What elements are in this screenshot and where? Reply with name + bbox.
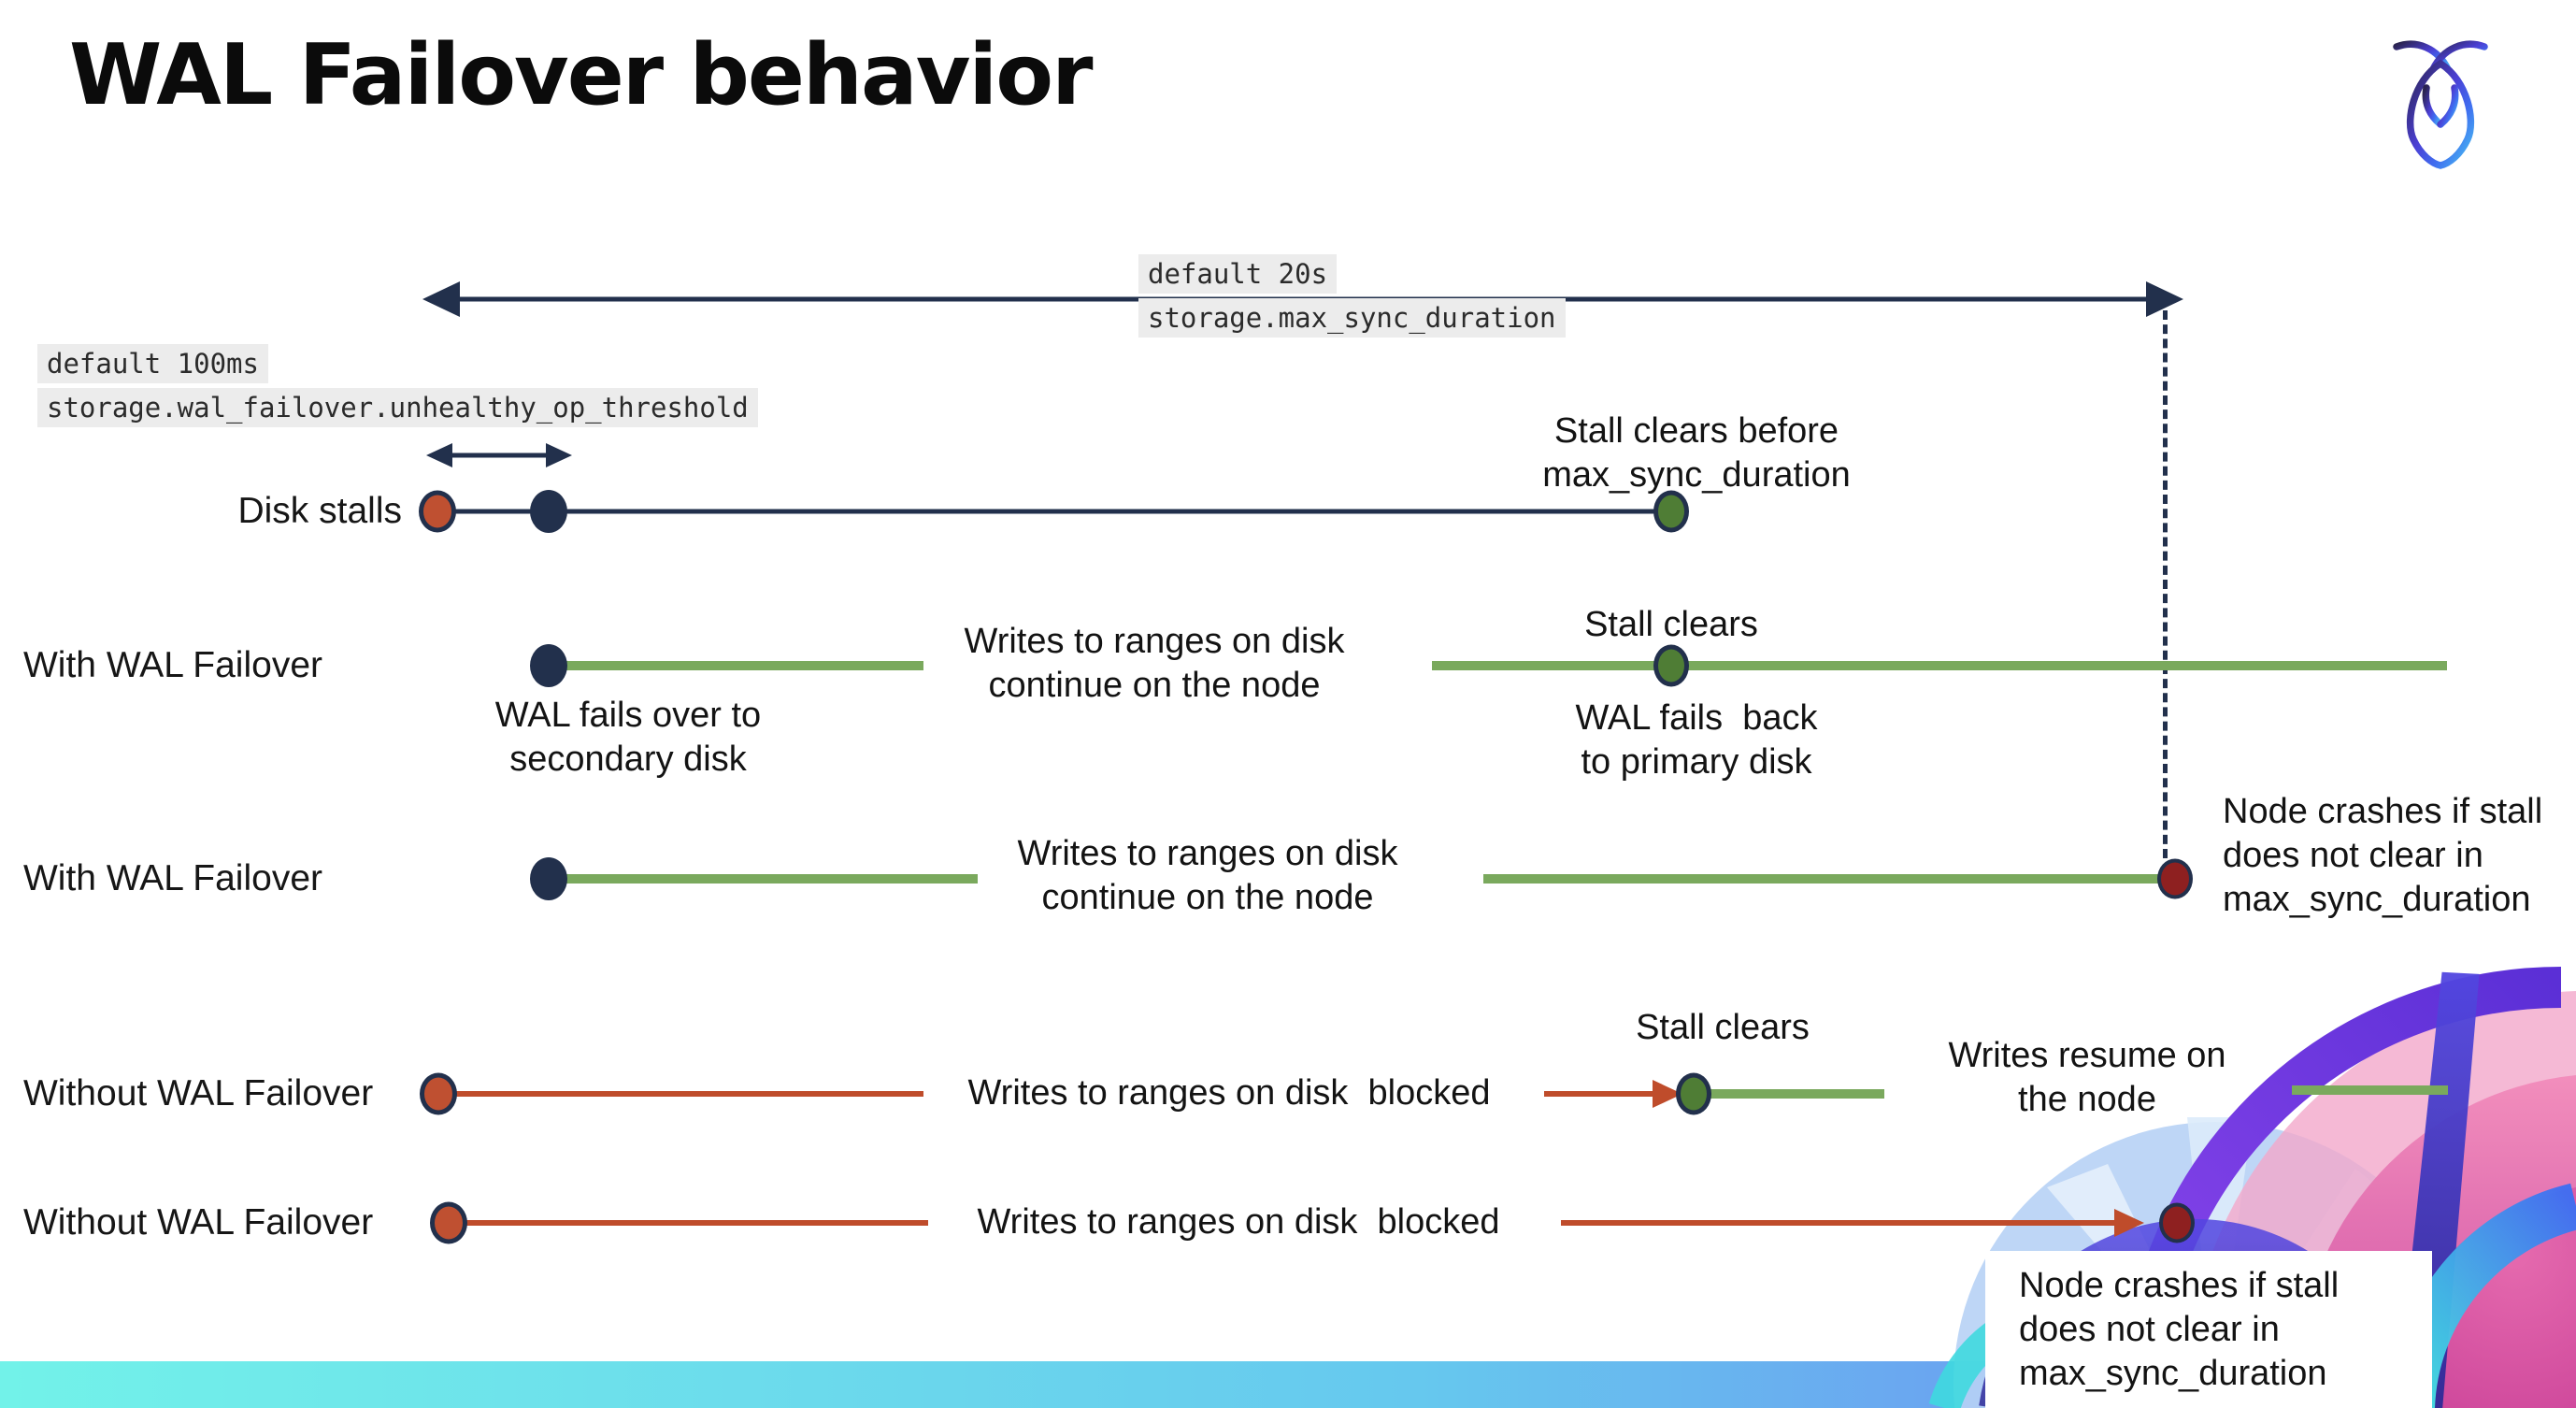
- node-crashes-text: Node crashes if stall does not clear in …: [2019, 1266, 2340, 1393]
- stall-start-dot: [430, 1201, 467, 1244]
- failback-dot: [1653, 644, 1689, 687]
- stall-clears-before-text: Stall clears before max_sync_duration: [1542, 411, 1851, 495]
- red-arrowhead-icon: [2114, 1209, 2144, 1237]
- stall-clears-dot: [1653, 490, 1689, 533]
- resumed-writes-line: [1707, 1089, 1884, 1099]
- max-sync-default-label: default 20s: [1138, 254, 1338, 294]
- stall-clears-text: Stall clears: [1636, 1008, 1810, 1047]
- row-label-without-wal-failover-1: Without WAL Failover: [23, 1073, 374, 1113]
- stall-start-dot: [419, 490, 456, 533]
- row-label-disk-stalls: Disk stalls: [237, 491, 402, 531]
- unhealthy-op-threshold-label: default 100ms storage.wal_failover.unhea…: [37, 344, 758, 432]
- disk-stall-timeline: [437, 509, 1671, 514]
- unhealthy-op-setting-name: storage.wal_failover.unhealthy_op_thresh…: [37, 388, 758, 427]
- node-crash-dot: [2159, 1202, 2195, 1243]
- max-sync-deadline-dashed-line: [2163, 310, 2168, 858]
- failover-dot: [530, 644, 567, 687]
- stall-start-dot: [420, 1072, 457, 1115]
- threshold-reached-dot: [530, 490, 567, 533]
- node-crashes-text: Node crashes if stall does not clear in …: [2223, 792, 2543, 919]
- threshold-arrow-left-icon: [426, 443, 452, 467]
- row-label-with-wal-failover-2: With WAL Failover: [23, 858, 322, 898]
- unhealthy-op-default-label: default 100ms: [37, 344, 268, 383]
- max-sync-setting-name: storage.max_sync_duration: [1138, 298, 1566, 338]
- writes-blocked-text: Writes to ranges on disk blocked: [977, 1202, 1500, 1242]
- writes-continue-text: Writes to ranges on disk continue on the…: [964, 622, 1345, 705]
- row-label-without-wal-failover-2: Without WAL Failover: [23, 1202, 374, 1243]
- blocked-writes-line: [1561, 1220, 2114, 1226]
- cockroachdb-logo-icon: [2389, 36, 2492, 176]
- writes-blocked-text: Writes to ranges on disk blocked: [967, 1073, 1491, 1113]
- node-crash-dot: [2157, 858, 2193, 899]
- healthy-writes-line: [1483, 874, 2159, 884]
- writes-continue-text: Writes to ranges on disk continue on the…: [1017, 834, 1398, 917]
- blocked-writes-line: [449, 1091, 923, 1097]
- wal-fails-over-text: WAL fails over to secondary disk: [494, 696, 762, 779]
- healthy-writes-line: [1432, 661, 2447, 670]
- healthy-writes-line: [555, 874, 978, 884]
- healthy-writes-line: [555, 661, 923, 670]
- threshold-arrow-right-icon: [546, 443, 572, 467]
- row-label-with-wal-failover-1: With WAL Failover: [23, 645, 322, 685]
- blocked-writes-line: [1544, 1091, 1653, 1097]
- stall-clears-text: Stall clears: [1584, 605, 1758, 644]
- node-crashes-callout: Node crashes if stall does not clear in …: [1985, 1251, 2432, 1408]
- resumed-writes-line: [2292, 1085, 2448, 1095]
- arrow-left-icon: [422, 281, 460, 317]
- failover-dot: [530, 857, 567, 900]
- stall-clears-dot: [1676, 1072, 1711, 1115]
- page-title: WAL Failover behavior: [69, 26, 1093, 124]
- writes-resume-text: Writes resume on the node: [1948, 1036, 2226, 1119]
- wal-fails-back-text: WAL fails back to primary disk: [1575, 698, 1818, 782]
- blocked-writes-line: [460, 1220, 928, 1226]
- max-sync-duration-label: default 20s storage.max_sync_duration: [1138, 254, 1566, 342]
- threshold-arrow-line: [447, 453, 551, 458]
